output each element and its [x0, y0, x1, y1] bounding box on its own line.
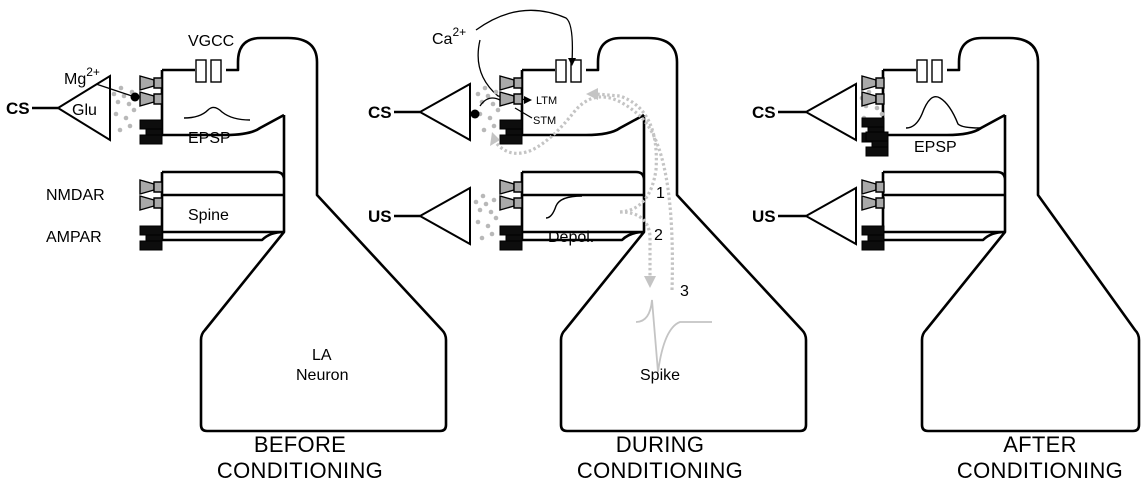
- us-label: US: [752, 207, 776, 226]
- path-label-3: 3: [680, 283, 689, 300]
- us-terminal: [417, 186, 471, 246]
- neuron-label-2: Neuron: [296, 367, 348, 384]
- us-label: US: [368, 207, 392, 226]
- caption-after-2: CONDITIONING: [957, 458, 1123, 483]
- ampa-receptor-cs: [499, 119, 523, 145]
- cs-label: CS: [368, 103, 392, 122]
- panel-after: CS EPSP US AFTER CONDITIONING: [752, 36, 1141, 483]
- ampa-receptor-cs-enhanced: [861, 117, 889, 157]
- path-label-2: 2: [654, 227, 663, 244]
- nmda-receptor-us: [861, 179, 885, 211]
- mg-block: [130, 92, 140, 102]
- ampar-label: AMPAR: [46, 229, 102, 246]
- ca-arrow: [475, 9, 574, 63]
- vgcc-label: VGCC: [188, 33, 234, 50]
- vgcc-channel: [195, 59, 222, 83]
- us-terminal: [803, 186, 857, 246]
- epsp-trace: [183, 106, 251, 121]
- cs-terminal: [417, 82, 471, 142]
- stm-label: STM: [533, 115, 556, 127]
- spike-trace: [635, 299, 712, 373]
- spine-label: Spine: [188, 207, 229, 224]
- cs-terminal: [803, 82, 857, 142]
- ampa-receptor-cs: [139, 119, 163, 145]
- nmda-receptor-cs: [139, 75, 163, 107]
- depol-label: Depol.: [548, 229, 594, 246]
- nmdar-label: NMDAR: [46, 187, 105, 204]
- panel-before: VGCC CS Glu Mg2+ EPSP NMDAR AMPAR Spine …: [6, 33, 448, 483]
- panel-during: Ca2+ CS LTM STM US Depol. 1 2: [368, 9, 808, 483]
- nmda-receptor-lower: [139, 179, 163, 211]
- path-arrow-1: [595, 92, 658, 214]
- path-arrow-3: [492, 95, 674, 291]
- ltm-label: LTM: [536, 95, 557, 107]
- nmda-receptor-cs: [861, 75, 885, 107]
- caption-during-1: DURING: [616, 432, 705, 457]
- glu-label: Glu: [72, 102, 97, 119]
- caption-before-1: BEFORE: [254, 432, 346, 457]
- neuron-outline: [881, 36, 1141, 433]
- mg-block: [470, 109, 480, 119]
- epsp-label: EPSP: [914, 139, 957, 156]
- ca-label: Ca2+: [432, 25, 466, 48]
- ampa-receptor-us: [499, 225, 523, 251]
- caption-before-2: CONDITIONING: [217, 458, 383, 483]
- vgcc-channel: [916, 59, 943, 83]
- cs-terminal: [56, 74, 111, 142]
- cs-label: CS: [6, 99, 30, 118]
- ampa-receptor-lower: [139, 225, 163, 251]
- nmda-receptor-cs: [499, 75, 523, 107]
- neuron-label-1: LA: [312, 347, 332, 364]
- depol-trace: [545, 195, 583, 219]
- nmda-receptor-us: [499, 179, 523, 211]
- ampa-receptor-us: [861, 225, 885, 251]
- caption-during-2: CONDITIONING: [577, 458, 743, 483]
- caption-after-1: AFTER: [1003, 432, 1077, 457]
- epsp-label: EPSP: [188, 130, 231, 147]
- epsp-trace-large: [905, 96, 981, 129]
- mg-label: Mg2+: [64, 65, 100, 88]
- spike-label: Spike: [640, 367, 680, 384]
- cs-label: CS: [752, 103, 776, 122]
- path-label-1: 1: [656, 185, 665, 202]
- vgcc-channel: [555, 59, 582, 83]
